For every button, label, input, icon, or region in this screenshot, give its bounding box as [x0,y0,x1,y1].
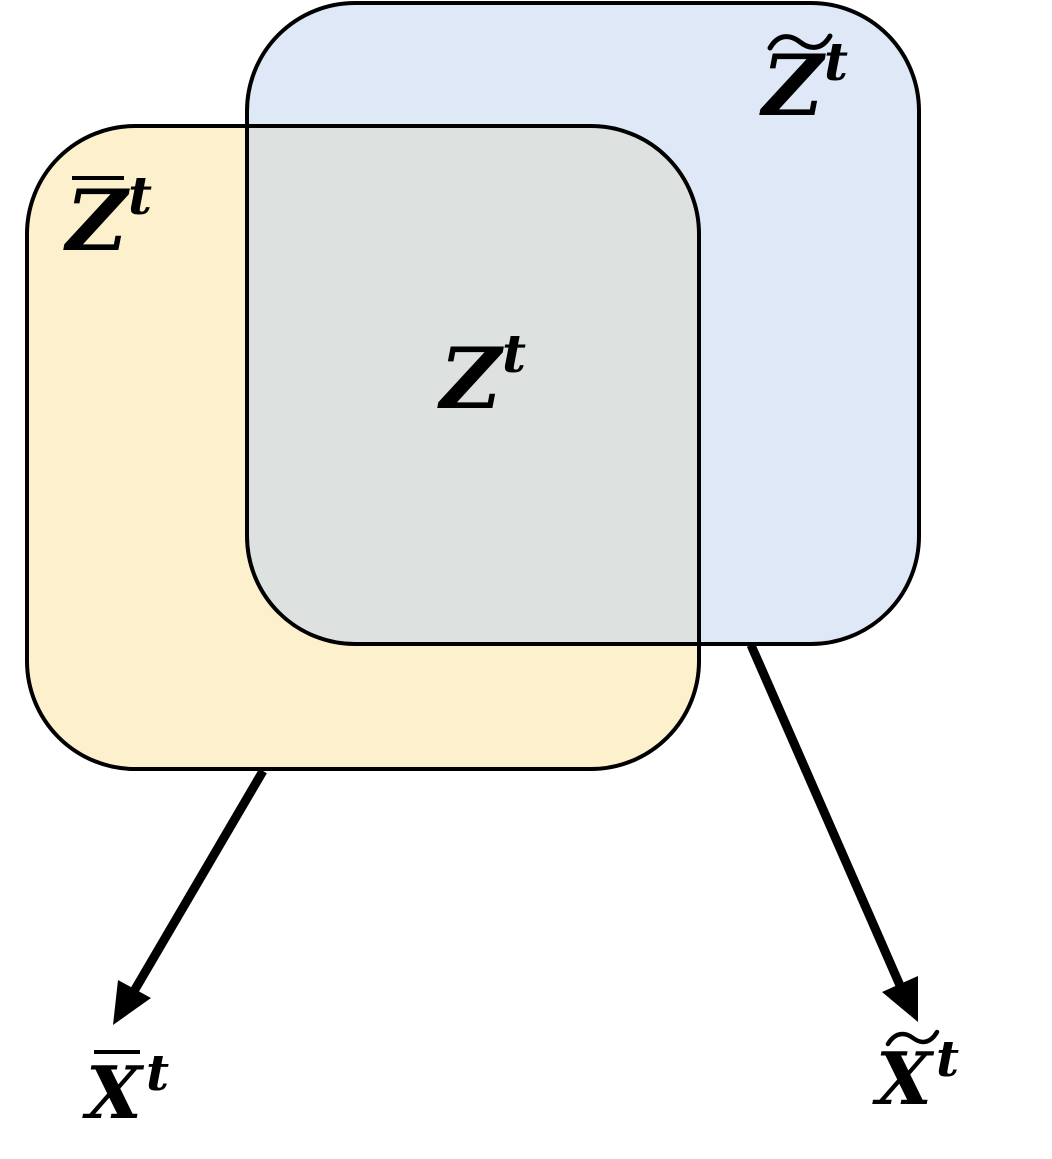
label-z-bar: Z t [63,166,152,270]
arrow-z-tilde-to-x-tilde [746,643,918,1022]
label-z-tilde: Z t [759,32,848,135]
tilde-accent [767,33,833,51]
x-bar-base: X [82,1050,145,1135]
x-bar-sup: t [146,1043,169,1102]
z-bar-set-outline [25,124,701,771]
z-bar-base: Z [63,171,130,270]
x-tilde-sup: t [936,1029,959,1088]
label-z-shared: Z t [437,324,526,428]
tilde-accent [885,1029,940,1047]
z-tilde-set [247,3,919,644]
arrow-z-bar-to-x-bar [113,768,267,1025]
x-tilde-base: X [872,1036,935,1121]
z-shared-sup: t [502,324,526,385]
z-tilde-base: Z [759,36,826,135]
z-tilde-set-outline [245,1,921,646]
label-x-bar: X t [82,1043,169,1135]
z-shared-base: Z [437,329,504,428]
label-x-tilde: X t [872,1029,959,1121]
z-bar-sup: t [128,166,152,227]
z-tilde-sup: t [824,32,848,93]
